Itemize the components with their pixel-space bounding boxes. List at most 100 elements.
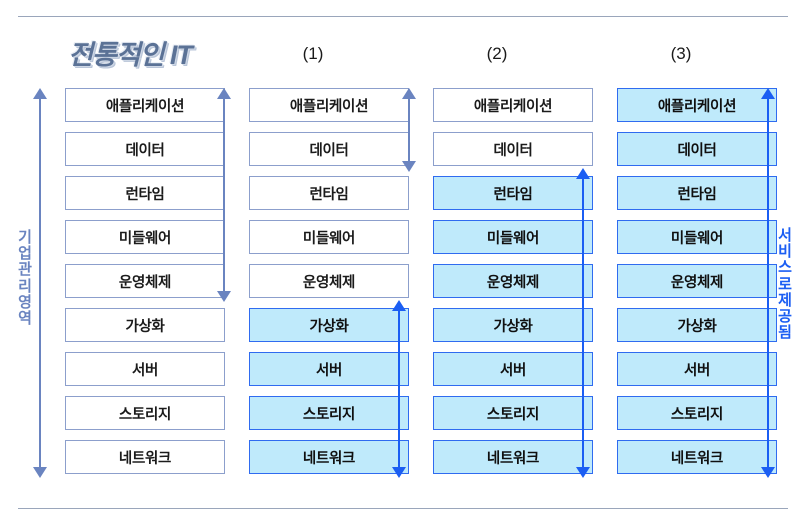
stack-box[interactable]: 미들웨어 [65,220,225,254]
stack-box[interactable]: 데이터 [433,132,593,166]
stack-column-model-2: 애플리케이션 데이터 런타임 미들웨어 운영체제 가상화 서버 스토리지 네트워… [433,88,593,484]
stack-box-label: 미들웨어 [302,230,356,247]
arrow-service-model-3 [760,88,776,478]
stack-box-label: 네트워크 [118,450,172,467]
stack-box[interactable]: 데이터 [65,132,225,166]
stack-box[interactable]: 스토리지 [433,396,593,430]
stack-box-label: 서버 [683,362,711,379]
stack-box-label: 애플리케이션 [657,98,737,115]
stack-box[interactable]: 운영체제 [617,264,777,298]
stack-box-label: 런타임 [125,186,165,203]
stack-box-label: 스토리지 [670,406,724,423]
right-axis-label: 서비스로 제공됨 [778,227,792,342]
stack-box-label: 가상화 [309,318,349,335]
stack-box-label: 운영체제 [302,274,356,291]
stack-box-label: 데이터 [677,142,717,159]
stack-box[interactable]: 가상화 [617,308,777,342]
stack-column-traditional: 애플리케이션 데이터 런타임 미들웨어 운영체제 가상화 서버 스토리지 네트워… [65,88,225,484]
stack-box[interactable]: 런타임 [249,176,409,210]
stack-box[interactable]: 서버 [617,352,777,386]
stack-box[interactable]: 네트워크 [65,440,225,474]
arrow-shaft [581,177,585,469]
stack-box-label: 런타임 [677,186,717,203]
stack-box[interactable]: 미들웨어 [249,220,409,254]
arrow-head-down-icon [576,467,590,478]
stack-box[interactable]: 운영체제 [249,264,409,298]
stack-box-label: 데이터 [309,142,349,159]
stack-box[interactable]: 런타임 [433,176,593,210]
stack-box[interactable]: 운영체제 [433,264,593,298]
arrow-managed-model-1 [216,88,232,302]
column-header-3: (3) [670,44,692,63]
stack-box-label: 애플리케이션 [473,98,553,115]
stack-box[interactable]: 서버 [249,352,409,386]
arrow-head-up-icon [33,88,47,99]
stack-box-label: 애플리케이션 [105,98,185,115]
stack-box-label: 스토리지 [486,406,540,423]
stack-box[interactable]: 미들웨어 [433,220,593,254]
stack-box[interactable]: 네트워크 [617,440,777,474]
stack-box[interactable]: 서버 [65,352,225,386]
stack-box-label: 애플리케이션 [289,98,369,115]
stack-box-label: 네트워크 [486,450,540,467]
stack-box-label: 데이터 [125,142,165,159]
stack-box[interactable]: 가상화 [433,308,593,342]
stack-box[interactable]: 데이터 [617,132,777,166]
arrow-head-down-icon [761,467,775,478]
stack-box[interactable]: 스토리지 [249,396,409,430]
stack-box[interactable]: 런타임 [617,176,777,210]
stack-box-label: 운영체제 [118,274,172,291]
stack-box[interactable]: 애플리케이션 [433,88,593,122]
stack-box-label: 미들웨어 [118,230,172,247]
top-divider [18,16,788,17]
stack-box-label: 런타임 [493,186,533,203]
arrow-head-down-icon [392,467,406,478]
stack-box[interactable]: 런타임 [65,176,225,210]
stack-box[interactable]: 애플리케이션 [249,88,409,122]
arrow-service-model-2 [575,168,591,478]
stack-box[interactable]: 스토리지 [65,396,225,430]
arrow-managed-model-2 [401,88,417,172]
arrow-shaft [222,97,226,293]
stack-box-label: 데이터 [493,142,533,159]
column-header-1: (1) [302,44,324,63]
stack-box[interactable]: 애플리케이션 [65,88,225,122]
stack-box[interactable]: 애플리케이션 [617,88,777,122]
stack-box-label: 런타임 [309,186,349,203]
arrow-head-up-icon [761,88,775,99]
stack-box-label: 네트워크 [670,450,724,467]
stack-box[interactable]: 스토리지 [617,396,777,430]
stack-box-label: 미들웨어 [670,230,724,247]
stack-box[interactable]: 데이터 [249,132,409,166]
arrow-shaft [766,97,770,469]
stack-box-label: 운영체제 [486,274,540,291]
stack-box-label: 서버 [499,362,527,379]
stack-box-label: 서버 [315,362,343,379]
stack-column-model-1: 애플리케이션 데이터 런타임 미들웨어 운영체제 가상화 서버 스토리지 네트워… [249,88,409,484]
stack-box[interactable]: 가상화 [65,308,225,342]
stack-box[interactable]: 네트워크 [249,440,409,474]
arrow-head-down-icon [33,467,47,478]
stack-box-label: 운영체제 [670,274,724,291]
bottom-divider [18,508,788,509]
stack-box-label: 네트워크 [302,450,356,467]
arrow-head-up-icon [576,168,590,179]
arrow-head-up-icon [217,88,231,99]
arrow-shaft [407,97,411,163]
stack-box-label: 스토리지 [118,406,172,423]
stack-column-model-3: 애플리케이션 데이터 런타임 미들웨어 운영체제 가상화 서버 스토리지 네트워… [617,88,777,484]
stack-box[interactable]: 서버 [433,352,593,386]
arrow-head-up-icon [392,300,406,311]
stack-box-label: 가상화 [125,318,165,335]
stack-box-label: 서버 [131,362,159,379]
stack-box[interactable]: 네트워크 [433,440,593,474]
arrow-shaft [38,97,42,469]
stack-box-label: 가상화 [493,318,533,335]
stack-box-label: 미들웨어 [486,230,540,247]
stack-box[interactable]: 미들웨어 [617,220,777,254]
stack-box-label: 스토리지 [302,406,356,423]
stack-box[interactable]: 운영체제 [65,264,225,298]
stack-box[interactable]: 가상화 [249,308,409,342]
page-title: 전통적인 IT [68,40,193,70]
